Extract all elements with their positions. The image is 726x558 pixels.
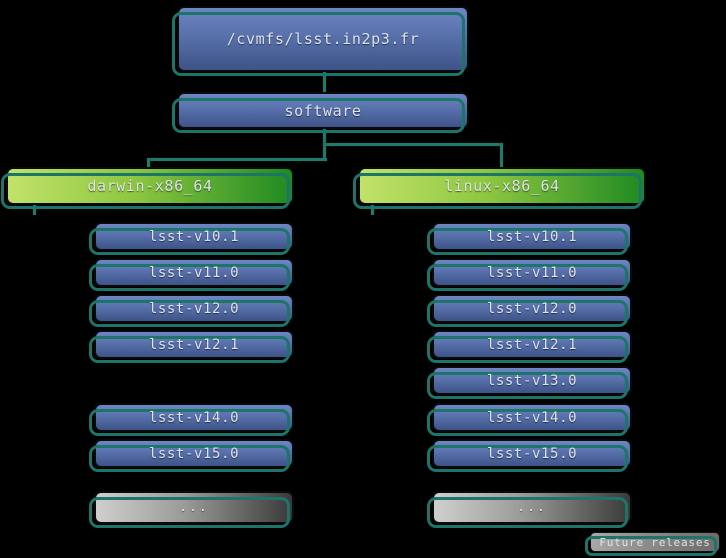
node-label: lsst-v11.0 bbox=[148, 264, 240, 281]
node-label: ... bbox=[517, 500, 547, 515]
node-darwin-future-releases[interactable]: ... bbox=[89, 491, 294, 528]
node-root[interactable]: /cvmfs/lsst.in2p3.fr bbox=[172, 6, 469, 76]
node-label: lsst-v12.0 bbox=[486, 300, 578, 317]
node-platform-darwin-label: darwin-x86_64 bbox=[87, 177, 213, 195]
node-label: lsst-v15.0 bbox=[486, 445, 578, 462]
connector-darwin-spine bbox=[33, 205, 36, 215]
node-platform-linux-label: linux-x86_64 bbox=[444, 177, 560, 195]
node-label: lsst-v13.0 bbox=[486, 372, 578, 389]
node-label: ... bbox=[179, 500, 209, 515]
node-darwin-lsst-v12-0[interactable]: lsst-v12.0 bbox=[89, 294, 294, 327]
legend-future-releases[interactable]: Future releases bbox=[585, 532, 720, 556]
node-linux-future-releases[interactable]: ... bbox=[427, 491, 632, 528]
node-label: lsst-v10.1 bbox=[148, 228, 240, 245]
node-darwin-lsst-v15-0[interactable]: lsst-v15.0 bbox=[89, 439, 294, 472]
node-linux-lsst-v15-0[interactable]: lsst-v15.0 bbox=[427, 439, 632, 472]
node-platform-linux[interactable]: linux-x86_64 bbox=[353, 167, 646, 209]
node-darwin-lsst-v11-0[interactable]: lsst-v11.0 bbox=[89, 258, 294, 291]
node-label: lsst-v15.0 bbox=[148, 445, 240, 462]
node-label: lsst-v12.1 bbox=[148, 336, 240, 353]
connector-linux-spine bbox=[371, 205, 374, 215]
node-linux-lsst-v13-0[interactable]: lsst-v13.0 bbox=[427, 366, 632, 399]
node-darwin-lsst-v14-0[interactable]: lsst-v14.0 bbox=[89, 403, 294, 436]
node-linux-lsst-v10-1[interactable]: lsst-v10.1 bbox=[427, 222, 632, 255]
legend-label: Future releases bbox=[599, 535, 711, 549]
connector-root-to-software bbox=[323, 72, 326, 92]
node-label: lsst-v11.0 bbox=[486, 264, 578, 281]
node-linux-lsst-v12-1[interactable]: lsst-v12.1 bbox=[427, 330, 632, 363]
node-platform-darwin[interactable]: darwin-x86_64 bbox=[1, 167, 294, 209]
connector-platform-left-drop bbox=[147, 158, 150, 172]
connector-platform-bus-left bbox=[147, 158, 327, 161]
node-darwin-lsst-v12-1[interactable]: lsst-v12.1 bbox=[89, 330, 294, 363]
node-software[interactable]: software bbox=[172, 92, 469, 133]
node-software-label: software bbox=[284, 101, 362, 120]
node-label: lsst-v14.0 bbox=[486, 409, 578, 426]
node-root-label: /cvmfs/lsst.in2p3.fr bbox=[226, 30, 420, 48]
node-label: lsst-v14.0 bbox=[148, 409, 240, 426]
connector-platform-right-drop bbox=[500, 143, 503, 171]
node-label: lsst-v12.0 bbox=[148, 300, 240, 317]
node-label: lsst-v10.1 bbox=[486, 228, 578, 245]
connector-platform-bus-right bbox=[323, 143, 503, 146]
node-linux-lsst-v11-0[interactable]: lsst-v11.0 bbox=[427, 258, 632, 291]
node-linux-lsst-v12-0[interactable]: lsst-v12.0 bbox=[427, 294, 632, 327]
node-linux-lsst-v14-0[interactable]: lsst-v14.0 bbox=[427, 403, 632, 436]
node-darwin-lsst-v10-1[interactable]: lsst-v10.1 bbox=[89, 222, 294, 255]
node-label: lsst-v12.1 bbox=[486, 336, 578, 353]
